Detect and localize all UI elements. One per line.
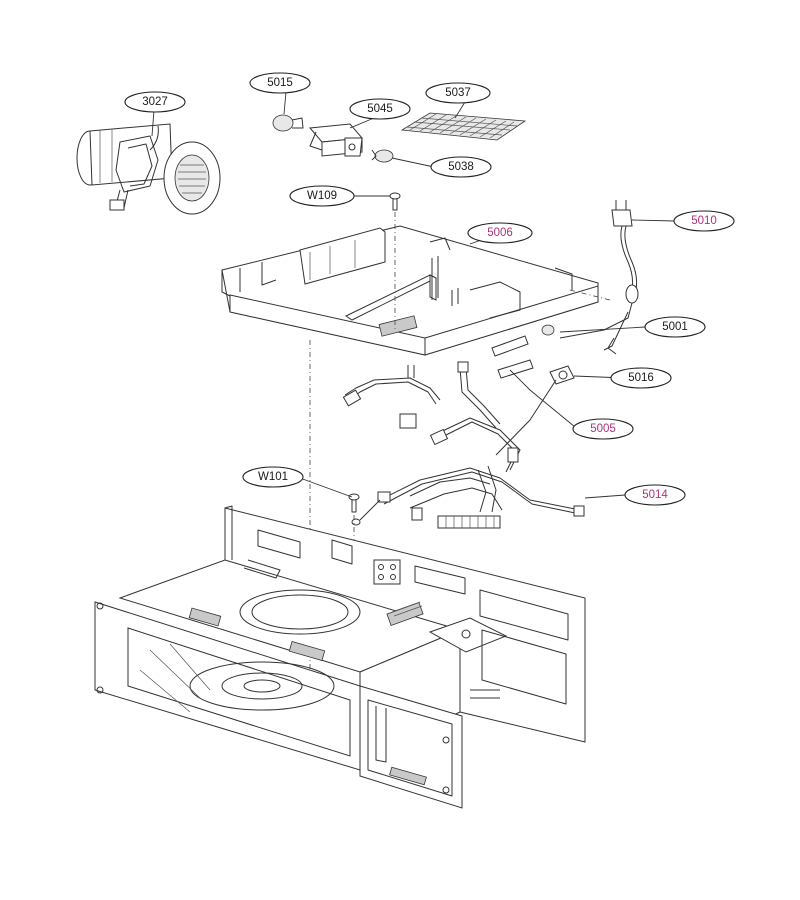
small-lamp-bulb	[371, 149, 394, 163]
callout-3027: 3027	[124, 91, 186, 113]
callout-w109: W109	[289, 185, 355, 207]
callout-5045: 5045	[349, 98, 411, 120]
callout-label: 5037	[445, 87, 471, 99]
blower-fan-assembly	[76, 123, 221, 215]
leader-lines	[151, 91, 676, 499]
power-cord	[559, 200, 639, 355]
callout-5038: 5038	[430, 156, 492, 178]
callout-label: 5005	[590, 423, 616, 435]
callout-5006: 5006	[467, 222, 533, 244]
callout-label: 5001	[662, 321, 688, 333]
callout-label: 5014	[642, 489, 668, 501]
callout-5016: 5016	[610, 367, 672, 389]
callout-5037: 5037	[425, 82, 491, 104]
oven-cavity-case	[94, 505, 586, 809]
grease-filter	[400, 112, 527, 141]
callout-label: 5045	[367, 103, 393, 115]
screw-w101	[348, 493, 360, 513]
callout-5005: 5005	[572, 418, 634, 440]
callout-5001: 5001	[644, 316, 706, 338]
callout-label: 5015	[267, 77, 293, 89]
lamp-bulb	[272, 114, 304, 132]
callout-label: 5010	[691, 215, 717, 227]
callout-label: 5038	[448, 161, 474, 173]
callout-w101: W101	[242, 466, 304, 488]
callout-label: W109	[307, 190, 337, 202]
callout-5015: 5015	[249, 72, 311, 94]
callout-label: 5006	[487, 227, 513, 239]
base-plate-tray	[221, 225, 599, 356]
wire-harness	[342, 361, 585, 529]
screw-w109	[389, 192, 401, 211]
noise-filter-components	[491, 324, 575, 456]
callout-5010: 5010	[673, 210, 735, 232]
callout-5014: 5014	[624, 484, 686, 506]
callout-label: 5016	[628, 372, 654, 384]
lamp-socket-bracket	[308, 123, 364, 157]
callout-label: W101	[258, 471, 288, 483]
callout-label: 3027	[142, 96, 168, 108]
